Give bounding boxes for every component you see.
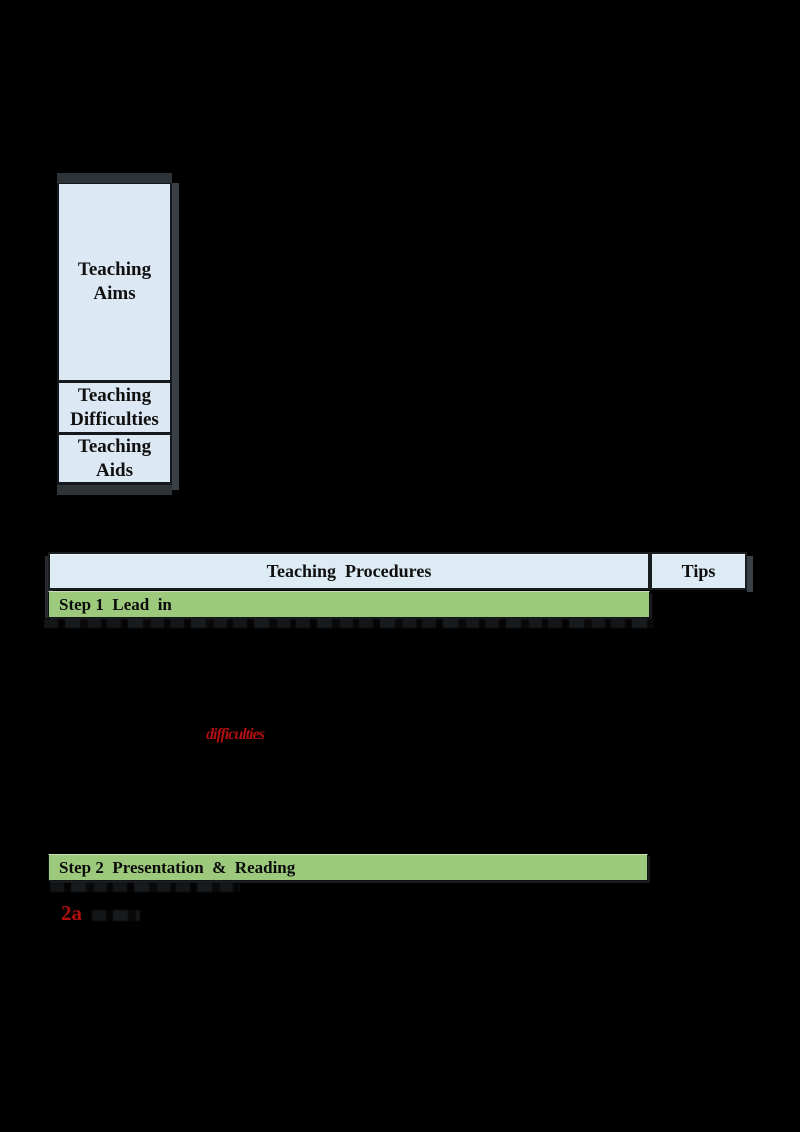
table-bottom-shadow (57, 485, 172, 495)
teaching-difficulties-label: Teaching Difficulties (70, 384, 159, 430)
info-cell-teaching-aims: Teaching Aims (57, 183, 172, 383)
info-cell-teaching-difficulties: Teaching Difficulties (57, 383, 172, 435)
tips-header-cell: Tips (650, 552, 747, 590)
red-marker-2a: 2a (61, 901, 82, 925)
info-table: Teaching Aims Teaching Difficulties Teac… (57, 173, 179, 495)
procedures-header-cell: Teaching Procedures (48, 552, 650, 590)
teaching-aims-label: Teaching Aims (77, 259, 152, 304)
teaching-aids-label: Teaching Aids (77, 435, 152, 481)
red-annotation-word: difficulties (206, 726, 265, 743)
step-1-banner: Step 1 Lead in (48, 591, 650, 618)
obscured-text-line (50, 883, 240, 892)
teaching-procedures-label: Teaching Procedures (266, 560, 432, 581)
tips-right-shadow (747, 556, 753, 592)
step-2-label: Step 2 Presentation & Reading (59, 857, 296, 877)
step-2-banner: Step 2 Presentation & Reading (48, 854, 648, 881)
table-right-shadow (172, 183, 179, 490)
obscured-text-line (92, 910, 140, 921)
tips-label: Tips (681, 560, 716, 581)
info-cell-teaching-aids: Teaching Aids (57, 435, 172, 485)
step-1-label: Step 1 Lead in (59, 594, 172, 614)
obscured-text-line (44, 619, 654, 628)
table-top-shadow (57, 173, 172, 183)
